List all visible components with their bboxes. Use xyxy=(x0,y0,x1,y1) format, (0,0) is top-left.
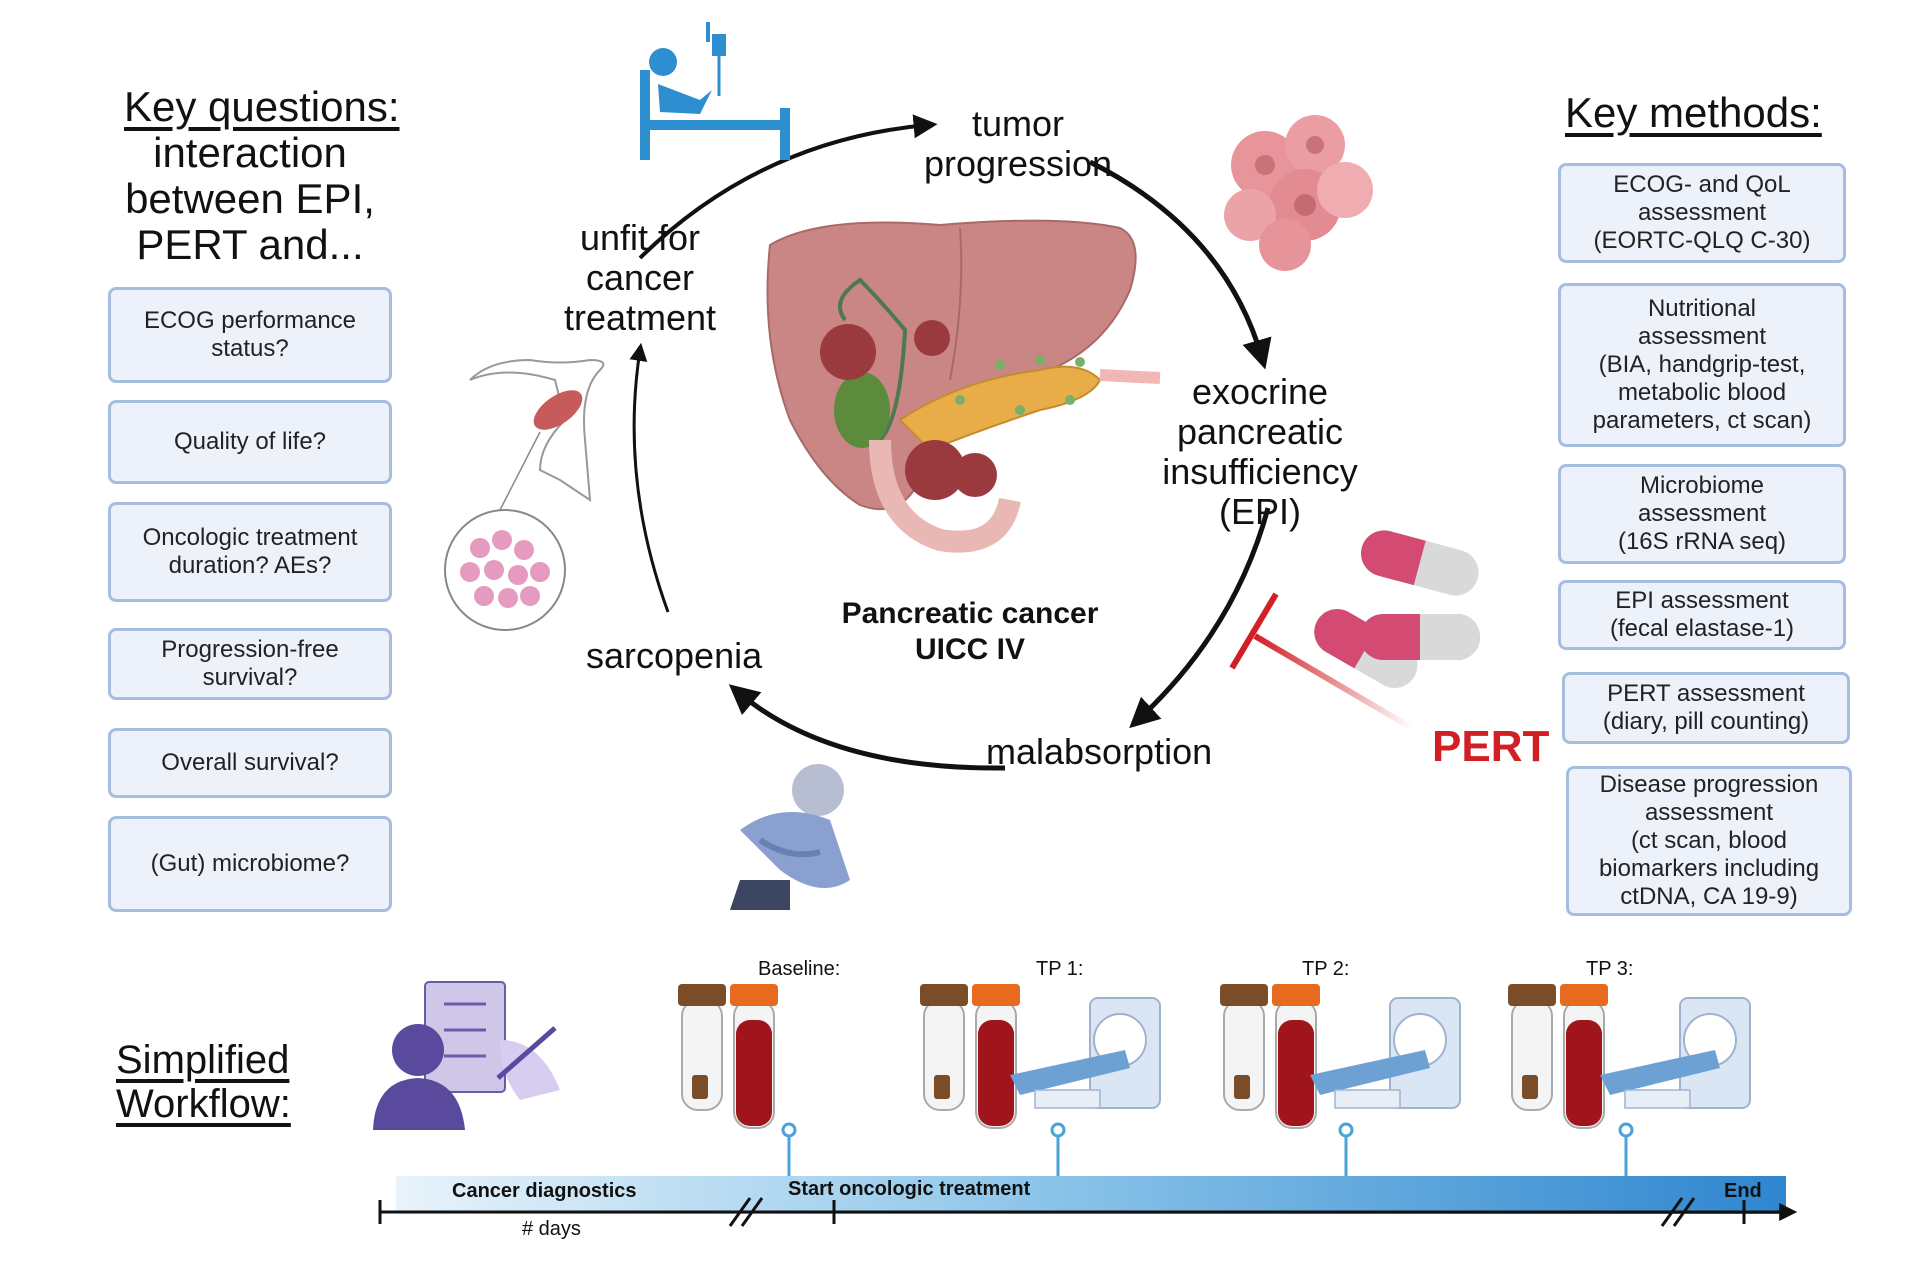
timeline-ticks xyxy=(378,1200,1746,1224)
cycle-arrows xyxy=(629,114,1272,771)
tp2-tubes-icon xyxy=(1220,984,1320,1129)
tp2-ct-scanner-icon xyxy=(1310,997,1461,1109)
label-end: End xyxy=(1724,1180,1762,1202)
key-questions-subheading: interaction between EPI, PERT and... xyxy=(125,129,375,268)
method-pert: PERT assessment(diary, pill counting) xyxy=(1562,672,1850,744)
tp3-tubes-icon xyxy=(1508,984,1608,1129)
method-epi: EPI assessment(fecal elastase-1) xyxy=(1558,580,1846,650)
key-methods-heading: Key methods: xyxy=(1565,89,1822,136)
tumor-cells-icon xyxy=(1224,115,1373,271)
label-days: # days xyxy=(522,1218,581,1240)
timeline-band xyxy=(396,1176,1786,1214)
pert-inhibition-line xyxy=(1229,592,1414,731)
arm-muscle-icon xyxy=(444,358,605,631)
tp1-ct-scanner-icon xyxy=(1010,997,1161,1109)
label-sarcopenia: sarcopenia xyxy=(586,635,763,676)
arrow-to-sarcopenia xyxy=(728,684,1006,771)
baseline-tubes-icon xyxy=(678,984,778,1129)
label-start-treatment: Start oncologic treatment xyxy=(788,1178,1031,1200)
liver-pancreas-illustration xyxy=(766,219,1161,553)
timepoint-tp1: TP 1: xyxy=(1036,958,1084,980)
label-cancer-diagnostics: Cancer diagnostics xyxy=(452,1180,637,1202)
timepoint-tp3: TP 3: xyxy=(1586,958,1634,980)
label-malabsorption: malabsorption xyxy=(986,731,1213,772)
pert-pills-icon xyxy=(1314,530,1480,688)
timepoint-pins xyxy=(781,1122,1634,1176)
arrow-to-epi xyxy=(1088,159,1272,370)
questionnaire-person-icon xyxy=(373,981,560,1130)
key-questions-heading: Key questions: xyxy=(124,83,400,130)
timepoint-tp2: TP 2: xyxy=(1302,958,1350,980)
abdominal-pain-person-icon xyxy=(730,764,850,910)
arrow-to-unfit xyxy=(629,342,670,613)
question-overall-survival: Overall survival? xyxy=(108,728,392,798)
timeline-breaks xyxy=(728,1197,1696,1227)
label-pert: PERT xyxy=(1432,722,1550,771)
timepoint-baseline: Baseline: xyxy=(758,958,841,980)
hospital-bed-icon xyxy=(640,22,790,160)
tp1-tubes-icon xyxy=(920,984,1020,1129)
question-microbiome: (Gut) microbiome? xyxy=(108,816,392,912)
arrow-to-tumor xyxy=(638,114,938,260)
question-quality-of-life: Quality of life? xyxy=(108,400,392,484)
tp3-ct-scanner-icon xyxy=(1600,997,1751,1109)
arrow-to-malabsorption xyxy=(1129,507,1271,729)
